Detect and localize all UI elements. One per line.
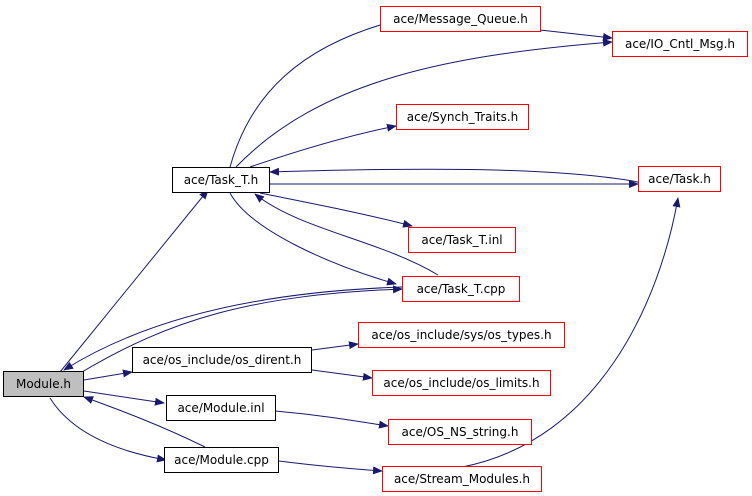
node-module-h: Module.h [3,371,84,397]
edge-module-h-to-task-t-h [59,189,209,373]
node-module-inl[interactable]: ace/Module.inl [166,395,276,421]
node-task-h[interactable]: ace/Task.h [638,166,721,192]
edge-module-cpp-to-module-h [83,396,206,448]
node-task-t-cpp[interactable]: ace/Task_T.cpp [402,276,520,302]
edge-task-t-cpp-to-task-t-h [254,193,439,276]
edge-task-t-h-to-io-cntl-msg-h [235,38,613,168]
edge-os-dirent-h-to-os-limits-h [311,369,373,381]
node-os-dirent-h[interactable]: ace/os_include/os_dirent.h [132,347,312,373]
edge-module-h-to-os-dirent-h [83,369,133,381]
edge-module-inl-to-os-ns-string-h [274,410,389,429]
edge-task-t-h-to-task-t-cpp [229,192,397,286]
node-module-cpp[interactable]: ace/Module.cpp [164,447,279,473]
edge-task-t-h-to-message-queue-h [229,18,399,168]
edge-module-h-to-module-cpp [49,397,167,463]
edge-os-dirent-h-to-os-types-h [311,341,359,351]
edge-task-t-h-to-task-t-inl [259,192,413,228]
edge-module-cpp-to-stream-modules-h [278,460,383,475]
edge-task-h-to-task-t-h [269,167,639,183]
node-message-queue-h[interactable]: ace/Message_Queue.h [380,6,541,32]
node-os-ns-string-h[interactable]: ace/OS_NS_string.h [388,419,532,445]
edge-task-t-h-to-synch-traits-h [249,123,397,168]
node-os-types-h[interactable]: ace/os_include/sys/os_types.h [358,322,565,348]
node-stream-modules-h[interactable]: ace/Stream_Modules.h [382,466,542,492]
edge-message-queue-h-to-io-cntl-msg-h [539,29,613,41]
edge-module-h-to-module-inl [83,390,165,406]
node-io-cntl-msg-h[interactable]: ace/IO_Cntl_Msg.h [612,31,748,57]
node-task-t-h[interactable]: ace/Task_T.h [172,167,270,193]
node-task-t-inl[interactable]: ace/Task_T.inl [408,227,516,253]
edge-stream-modules-h-to-task-h [461,197,681,468]
edge-task-t-cpp-to-module-h [63,286,403,371]
node-os-limits-h[interactable]: ace/os_include/os_limits.h [372,370,551,396]
edge-module-h-to-task-t-cpp [81,285,403,373]
node-synch-traits-h[interactable]: ace/Synch_Traits.h [396,104,529,130]
